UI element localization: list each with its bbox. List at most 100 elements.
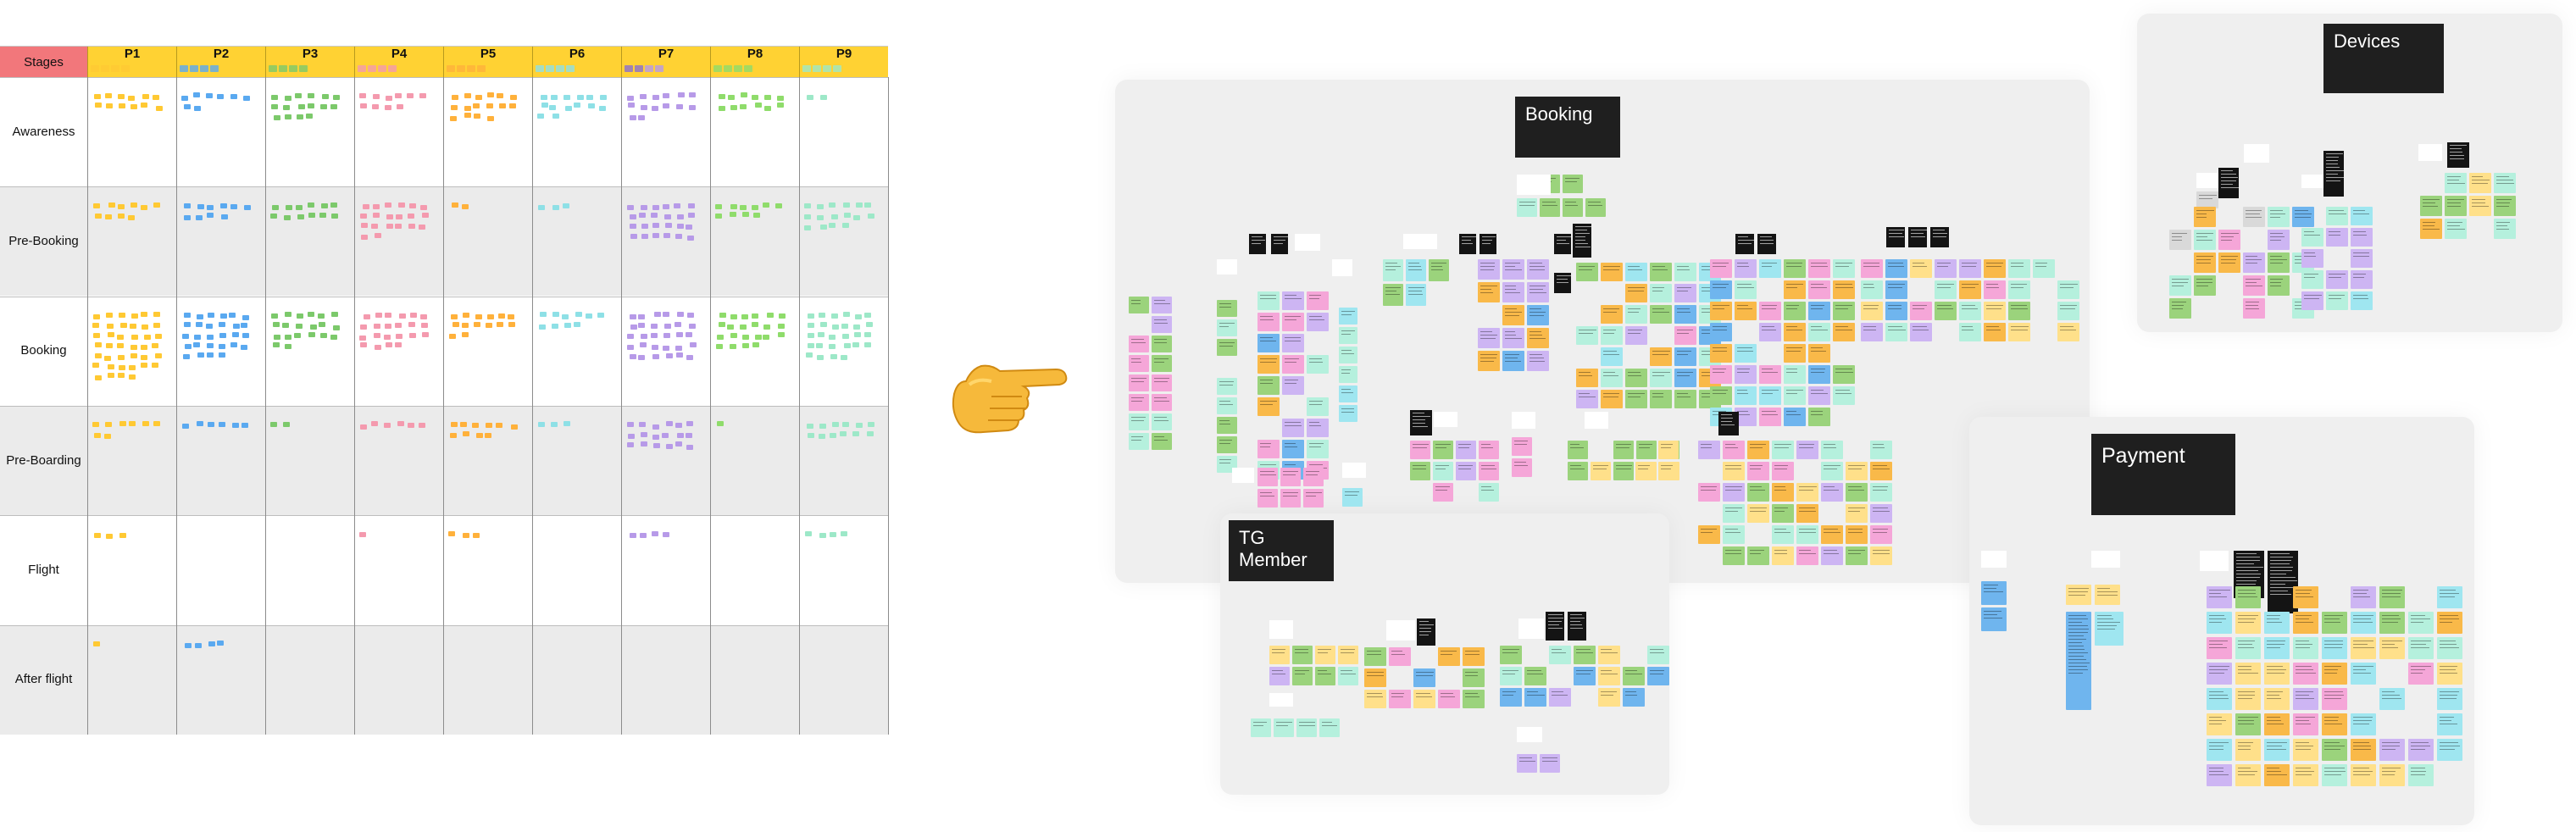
sticky-note[interactable] [689,105,696,111]
sticky-note[interactable] [843,342,851,348]
sticky-note[interactable] [662,204,669,210]
sticky-note[interactable] [1747,504,1769,523]
dark-note[interactable] [1249,234,1266,254]
sticky-note[interactable] [2293,663,2318,685]
sticky-note[interactable] [663,232,671,238]
sticky-note[interactable] [2268,252,2290,273]
sticky-note[interactable] [1647,667,1669,685]
sticky-note[interactable] [1650,284,1672,302]
sticky-note[interactable] [448,530,456,536]
sticky-note[interactable] [1438,647,1460,666]
sticky-note[interactable] [282,104,290,110]
sticky-note[interactable] [819,424,826,430]
sticky-note[interactable] [641,441,648,447]
sticky-note[interactable] [863,342,871,348]
section-label-card[interactable] [1269,693,1293,707]
sticky-note[interactable] [863,313,871,319]
sticky-note[interactable] [2066,585,2091,605]
sticky-note[interactable] [2437,739,2462,761]
sticky-note[interactable] [677,92,685,98]
sticky-note[interactable] [1152,355,1172,372]
sticky-note[interactable] [1796,546,1818,565]
sticky-note[interactable] [689,92,697,98]
sticky-note[interactable] [686,225,693,230]
sticky-note[interactable] [1784,408,1806,426]
sticky-note[interactable] [1821,441,1843,459]
sticky-note[interactable] [2326,270,2348,289]
sticky-note[interactable] [687,202,695,208]
sticky-note[interactable] [1549,688,1571,707]
sticky-note[interactable] [1576,390,1598,408]
sticky-note[interactable] [207,212,214,218]
sticky-note[interactable] [360,223,368,229]
sticky-note[interactable] [194,643,202,649]
sticky-note[interactable] [143,335,151,341]
sticky-note[interactable] [409,203,417,209]
sticky-note[interactable] [1307,313,1329,331]
sticky-note[interactable] [1723,525,1745,544]
sticky-note[interactable] [450,105,458,111]
sticky-note[interactable] [2437,612,2462,634]
dark-note[interactable] [1410,410,1432,435]
sticky-note[interactable] [220,214,228,219]
sticky-note[interactable] [1429,259,1449,281]
sticky-note[interactable] [2066,612,2091,710]
sticky-note[interactable] [1674,263,1696,281]
sticky-note[interactable] [1517,754,1537,773]
sticky-note[interactable] [1129,336,1149,352]
sticky-note[interactable] [105,533,113,539]
sticky-note[interactable] [1846,483,1868,502]
section-label-card[interactable] [1434,412,1457,427]
sticky-note[interactable] [653,312,661,318]
sticky-note[interactable] [1152,413,1172,430]
sticky-note[interactable] [2437,586,2462,608]
sticky-note[interactable] [537,113,545,119]
sticky-note[interactable] [2322,637,2347,659]
sticky-note[interactable] [363,313,370,319]
section-label-card[interactable] [2301,175,2323,188]
sticky-note[interactable] [282,422,290,428]
sticky-note[interactable] [640,431,647,437]
sticky-note[interactable] [1282,419,1304,437]
sticky-note[interactable] [2445,196,2467,216]
sticky-note[interactable] [2351,207,2373,225]
sticky-note[interactable] [864,332,872,338]
sticky-note[interactable] [2322,764,2347,786]
sticky-note[interactable] [1723,462,1745,480]
sticky-note[interactable] [118,94,125,100]
sticky-note[interactable] [1674,390,1696,408]
sticky-note[interactable] [676,214,684,220]
sticky-note[interactable] [1674,284,1696,302]
sticky-note[interactable] [1527,282,1549,302]
sticky-note[interactable] [1413,690,1435,708]
sticky-note[interactable] [1833,280,1855,299]
sticky-note[interactable] [1821,462,1843,480]
sticky-note[interactable] [2351,739,2376,761]
sticky-note[interactable] [808,342,815,348]
sticky-note[interactable] [419,422,426,428]
section-label-card[interactable] [2418,144,2442,161]
sticky-note[interactable] [2322,663,2347,685]
sticky-note[interactable] [652,233,660,239]
dark-note[interactable] [2447,142,2469,168]
sticky-note[interactable] [2207,688,2232,710]
sticky-note[interactable] [318,313,325,319]
sticky-note[interactable] [652,424,659,430]
sticky-note[interactable] [271,104,279,110]
sticky-note[interactable] [2033,259,2055,278]
sticky-note[interactable] [1280,489,1301,508]
sticky-note[interactable] [754,335,762,341]
sticky-note[interactable] [2169,298,2191,319]
sticky-note[interactable] [142,93,149,99]
dark-note[interactable] [1459,234,1477,254]
sticky-note[interactable] [1576,263,1598,281]
sticky-note[interactable] [2207,663,2232,685]
sticky-note[interactable] [627,345,635,351]
sticky-note[interactable] [397,104,404,110]
sticky-note[interactable] [141,345,148,351]
sticky-note[interactable] [1759,365,1781,384]
sticky-note[interactable] [2008,302,2030,320]
sticky-note[interactable] [1601,326,1623,345]
sticky-note[interactable] [508,103,516,108]
sticky-note[interactable] [1282,355,1304,374]
